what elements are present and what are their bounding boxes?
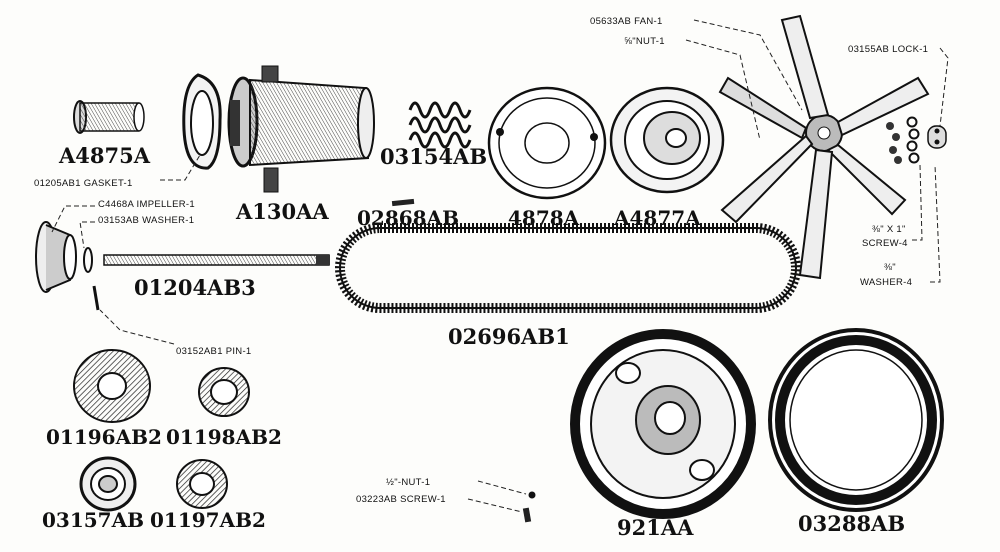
callout-screw4: SCREW-4 [862, 238, 908, 249]
spring-03154ab [408, 101, 472, 149]
plate-4878a [487, 86, 607, 200]
seal-03157ab [79, 456, 137, 512]
label-921aa: 921AA [617, 515, 694, 540]
lock-03155ab [927, 125, 947, 149]
nut-half [528, 491, 536, 499]
shaft-01204ab3 [103, 254, 330, 266]
screws-washers [886, 116, 920, 164]
callout-gasket: 01205AB1 GASKET-1 [34, 178, 133, 189]
belt-02696ab1 [335, 223, 801, 313]
label-a130aa: A130AA [235, 199, 329, 224]
screw-03223ab [522, 507, 532, 523]
label-a4875a: A4875A [58, 143, 151, 168]
label-01196ab2: 01196AB2 [46, 425, 162, 449]
label-01197ab2: 01197AB2 [150, 508, 266, 532]
label-a4877a: A4877A [613, 206, 701, 230]
tube-a4875a [73, 100, 145, 134]
callout-washer-size: ⅜" [884, 262, 896, 273]
seal-01198ab2 [198, 367, 250, 417]
callout-impeller: C4468A IMPELLER-1 [98, 199, 195, 210]
callout-screw03223: 03223AB SCREW-1 [356, 494, 446, 505]
callout-pin: 03152AB1 PIN-1 [176, 346, 252, 357]
seal-01197ab2 [176, 459, 228, 509]
gasket-01205ab1 [182, 73, 222, 170]
callout-nut-half: ½"-NUT-1 [386, 477, 430, 488]
callout-washer: 03153AB WASHER-1 [98, 215, 194, 226]
label-01198ab2: 01198AB2 [166, 425, 282, 449]
label-4878a: 4878A [508, 206, 580, 230]
callout-fan: 05633AB FAN-1 [590, 16, 663, 27]
pulley-921aa [570, 329, 756, 519]
callout-nut-fan: ⅝"NUT-1 [624, 36, 665, 47]
label-03288ab: 03288AB [798, 511, 905, 536]
callout-lock: 03155AB LOCK-1 [848, 44, 928, 55]
key-02868ab [391, 198, 415, 207]
pin-03152ab1 [92, 285, 100, 311]
label-02868ab: 02868AB [357, 206, 459, 230]
callout-washer4: WASHER-4 [860, 277, 912, 288]
ring-03288ab [768, 328, 944, 512]
callout-screw-size: ⅜" X 1" [872, 224, 906, 235]
label-01204ab3: 01204AB3 [134, 275, 256, 300]
fan-05633ab [718, 14, 930, 280]
leader-lines [51, 19, 949, 513]
hub-a4877a [609, 86, 725, 194]
seal-01196ab2 [73, 349, 151, 423]
label-03157ab: 03157AB [42, 508, 144, 532]
label-03154ab: 03154AB [380, 144, 487, 169]
impeller-c4468a [35, 221, 93, 293]
label-02696ab1: 02696AB1 [448, 324, 570, 349]
housing-a130aa [227, 65, 375, 193]
